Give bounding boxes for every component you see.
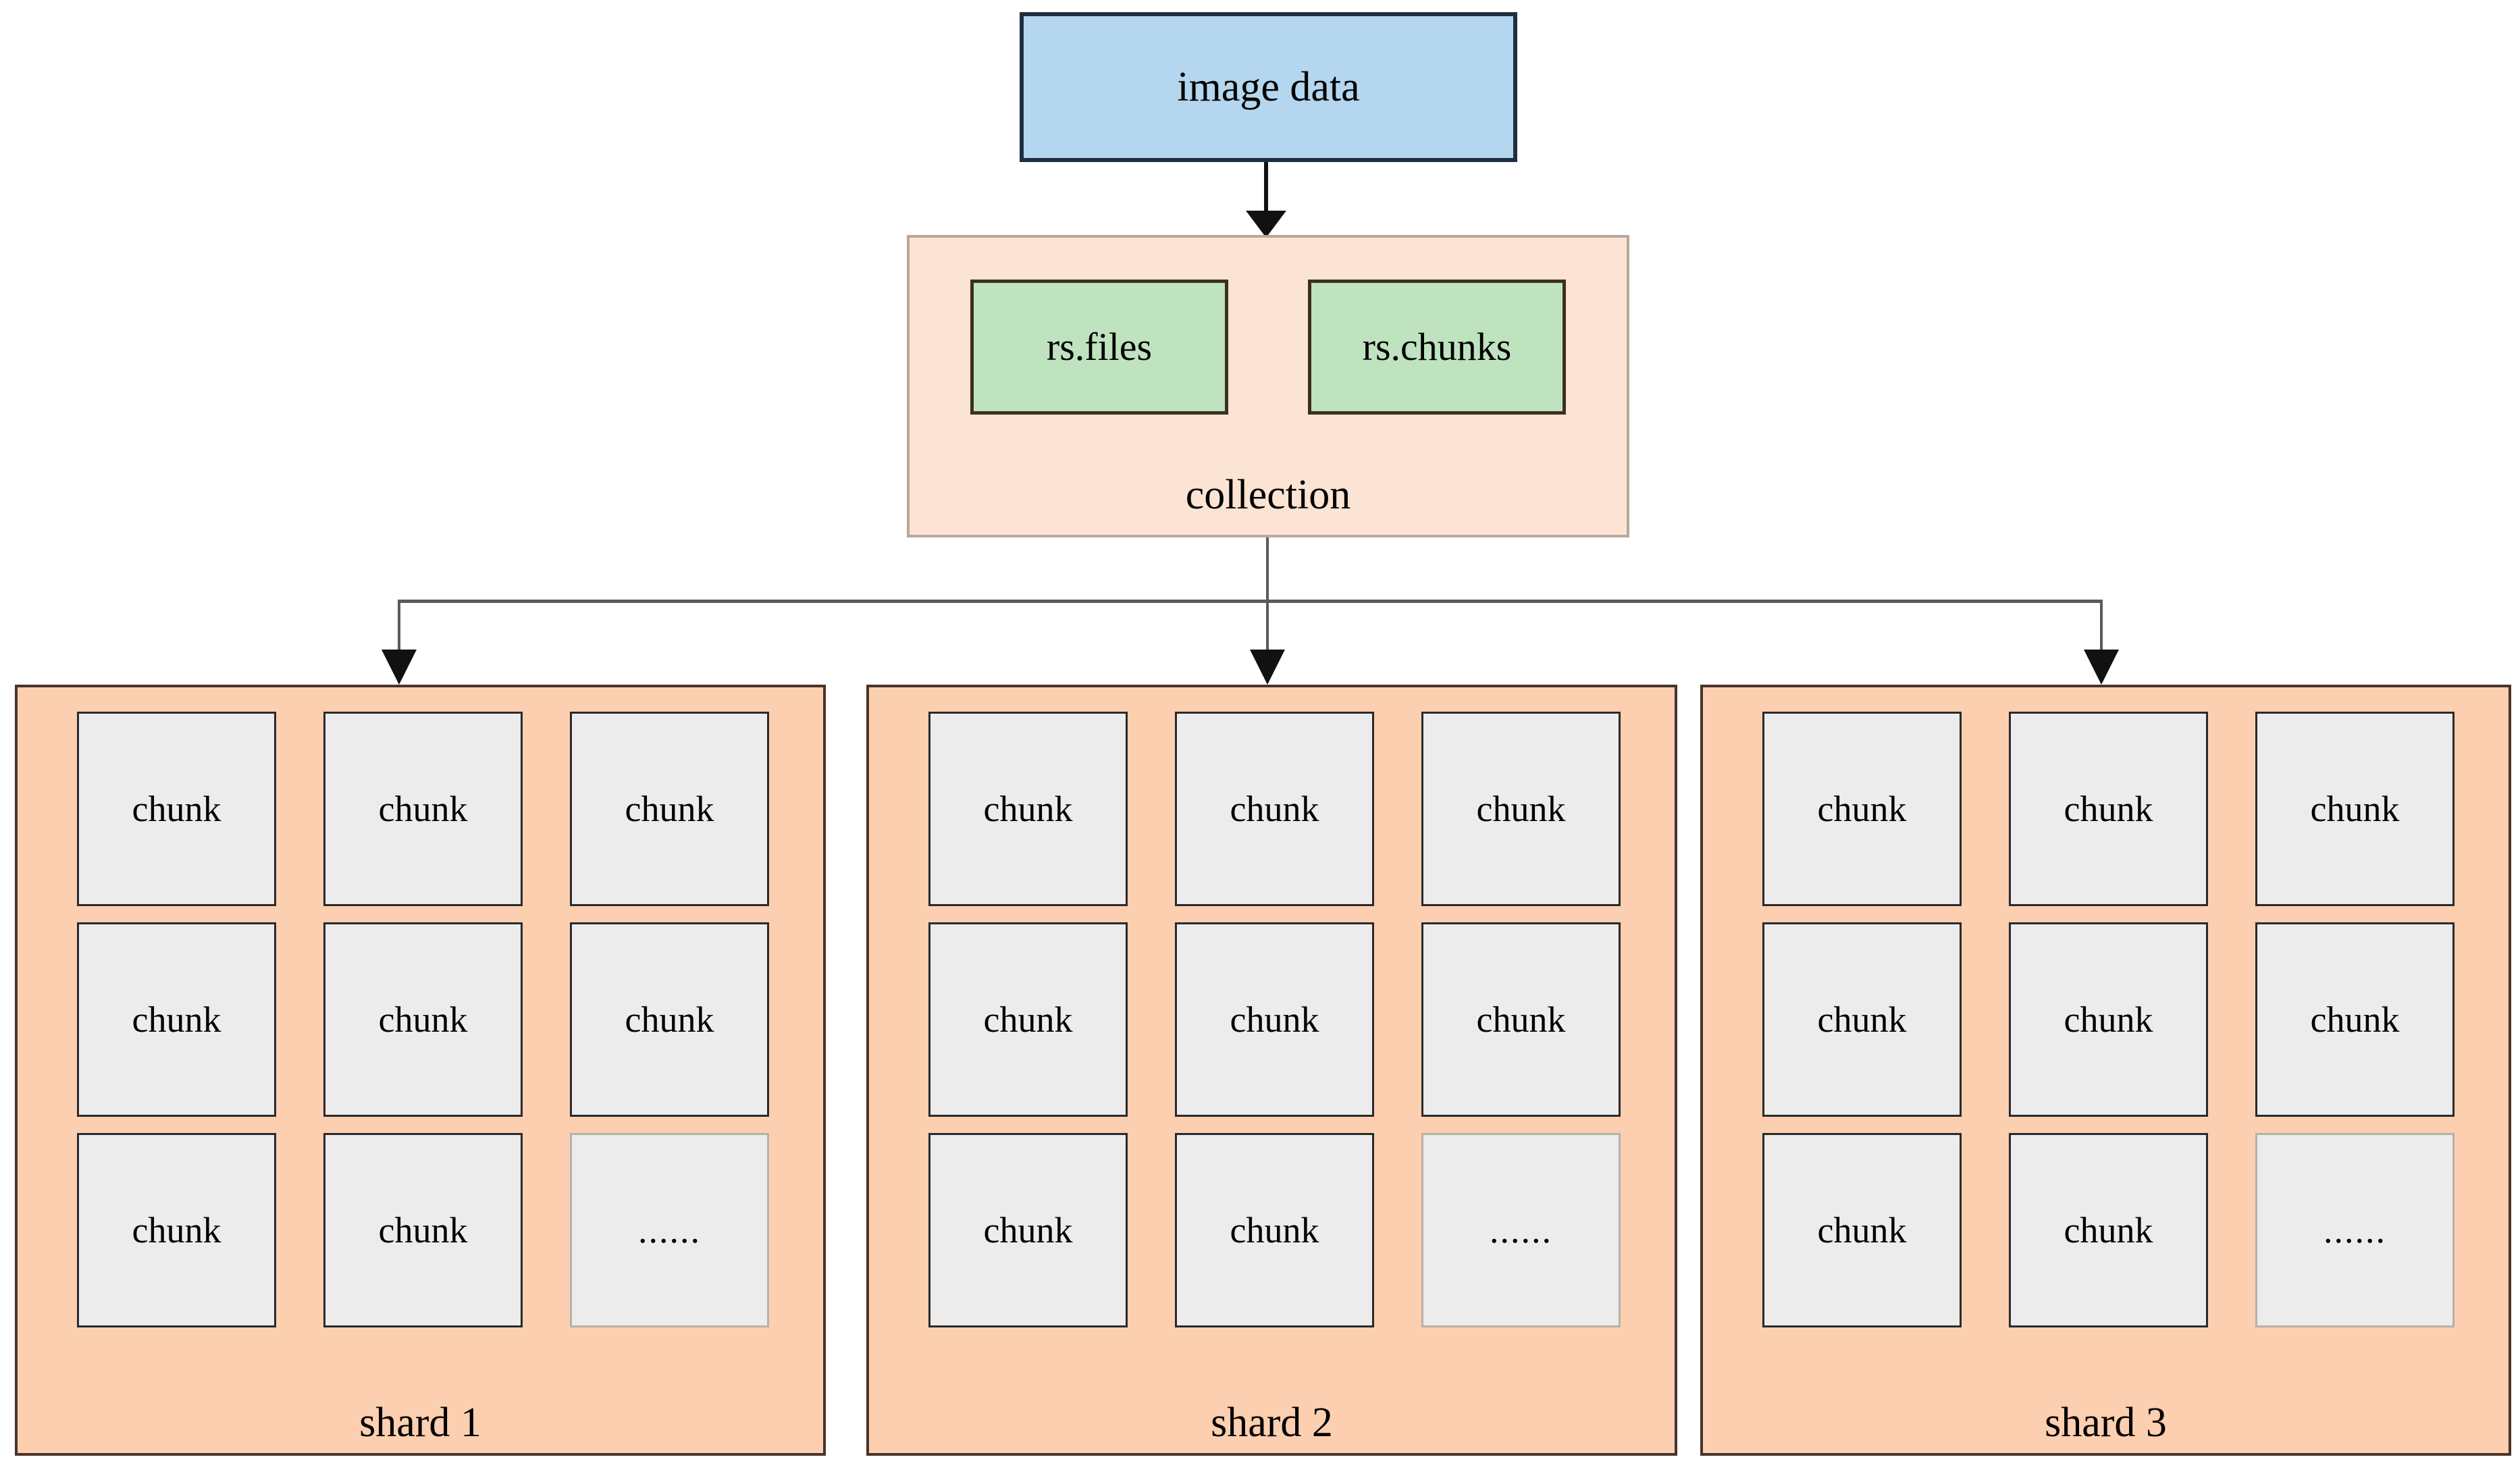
- collection-sub-box-rs-chunks: rs.chunks: [1308, 280, 1566, 415]
- chunk-label: chunk: [1230, 789, 1319, 829]
- chunk-grid-3: chunk chunk chunk chunk chunk chunk chun…: [1762, 712, 2455, 1327]
- chunk-ellipsis-label: ......: [638, 1210, 701, 1250]
- chunk-box: chunk: [77, 922, 276, 1117]
- chunk-label: chunk: [1817, 1210, 1907, 1250]
- chunk-label: chunk: [1817, 999, 1907, 1040]
- chunk-box: chunk: [323, 712, 523, 906]
- chunk-label: chunk: [1817, 789, 1907, 829]
- chunk-box: chunk: [1762, 712, 1962, 906]
- chunk-box: chunk: [2009, 712, 2208, 906]
- chunk-box: chunk: [1762, 1133, 1962, 1327]
- shard-caption-3: shard 3: [2045, 1400, 2167, 1446]
- image-data-label: image data: [1177, 64, 1360, 110]
- chunk-box: chunk: [928, 1133, 1128, 1327]
- chunk-grid-2: chunk chunk chunk chunk chunk chunk chun…: [928, 712, 1621, 1327]
- chunk-box-ellipsis: ......: [570, 1133, 769, 1327]
- chunk-box: chunk: [2009, 1133, 2208, 1327]
- shard-node-1: chunk chunk chunk chunk chunk chunk chun…: [15, 685, 826, 1456]
- chunk-box: chunk: [1175, 1133, 1374, 1327]
- chunk-label: chunk: [983, 1210, 1073, 1250]
- shard-caption-1: shard 1: [359, 1400, 481, 1446]
- chunk-box: chunk: [2255, 922, 2455, 1117]
- collection-sub-box-rs-files: rs.files: [970, 280, 1228, 415]
- chunk-box: chunk: [1175, 922, 1374, 1117]
- chunk-box: chunk: [2009, 922, 2208, 1117]
- chunk-box: chunk: [928, 922, 1128, 1117]
- chunk-label: chunk: [1476, 789, 1566, 829]
- chunk-label: chunk: [625, 789, 714, 829]
- chunk-box: chunk: [1421, 712, 1621, 906]
- shard-node-2: chunk chunk chunk chunk chunk chunk chun…: [866, 685, 1677, 1456]
- chunk-box: chunk: [77, 1133, 276, 1327]
- chunk-label: chunk: [2310, 999, 2400, 1040]
- chunk-box: chunk: [570, 922, 769, 1117]
- chunk-label: chunk: [2064, 999, 2153, 1040]
- chunk-label: chunk: [2310, 789, 2400, 829]
- image-data-node: image data: [1020, 12, 1517, 162]
- chunk-box-ellipsis: ......: [1421, 1133, 1621, 1327]
- shard-node-3: chunk chunk chunk chunk chunk chunk chun…: [1700, 685, 2511, 1456]
- chunk-box: chunk: [1421, 922, 1621, 1117]
- connector-drop-shard-3: [2100, 600, 2103, 659]
- collection-node: rs.files rs.chunks collection: [907, 235, 1629, 537]
- chunk-grid-1: chunk chunk chunk chunk chunk chunk chun…: [77, 712, 769, 1327]
- collection-caption: collection: [1185, 472, 1351, 518]
- chunk-box: chunk: [1762, 922, 1962, 1117]
- chunk-label: chunk: [625, 999, 714, 1040]
- chunk-label: chunk: [378, 789, 468, 829]
- chunk-label: chunk: [132, 789, 221, 829]
- chunk-label: chunk: [132, 1210, 221, 1250]
- chunk-label: chunk: [132, 999, 221, 1040]
- chunk-label: chunk: [2064, 789, 2153, 829]
- rs-files-label: rs.files: [1046, 325, 1153, 369]
- chunk-label: chunk: [2064, 1210, 2153, 1250]
- chunk-label: chunk: [983, 789, 1073, 829]
- connector-stem: [1266, 537, 1269, 601]
- rs-chunks-label: rs.chunks: [1362, 325, 1512, 369]
- arrow-head-shard-2-icon: [1250, 650, 1285, 685]
- collection-sub-boxes: rs.files rs.chunks: [910, 280, 1627, 415]
- connector-drop-shard-1: [398, 600, 400, 659]
- chunk-label: chunk: [1230, 1210, 1319, 1250]
- chunk-label: chunk: [983, 999, 1073, 1040]
- arrow-image-data-to-collection-line: [1264, 162, 1268, 216]
- chunk-box: chunk: [323, 1133, 523, 1327]
- chunk-box: chunk: [2255, 712, 2455, 906]
- chunk-box-ellipsis: ......: [2255, 1133, 2455, 1327]
- chunk-ellipsis-label: ......: [1490, 1210, 1552, 1250]
- chunk-box: chunk: [1175, 712, 1374, 906]
- chunk-label: chunk: [1230, 999, 1319, 1040]
- chunk-box: chunk: [570, 712, 769, 906]
- chunk-box: chunk: [928, 712, 1128, 906]
- connector-drop-shard-2: [1266, 600, 1269, 659]
- connector-horizontal-bar: [398, 600, 2103, 603]
- chunk-box: chunk: [323, 922, 523, 1117]
- arrow-image-data-to-collection-head-icon: [1246, 211, 1286, 238]
- chunk-label: chunk: [378, 1210, 468, 1250]
- arrow-head-shard-3-icon: [2084, 650, 2119, 685]
- chunk-box: chunk: [77, 712, 276, 906]
- chunk-label: chunk: [1476, 999, 1566, 1040]
- arrow-head-shard-1-icon: [382, 650, 417, 685]
- shard-caption-2: shard 2: [1211, 1400, 1333, 1446]
- chunk-ellipsis-label: ......: [2324, 1210, 2386, 1250]
- chunk-label: chunk: [378, 999, 468, 1040]
